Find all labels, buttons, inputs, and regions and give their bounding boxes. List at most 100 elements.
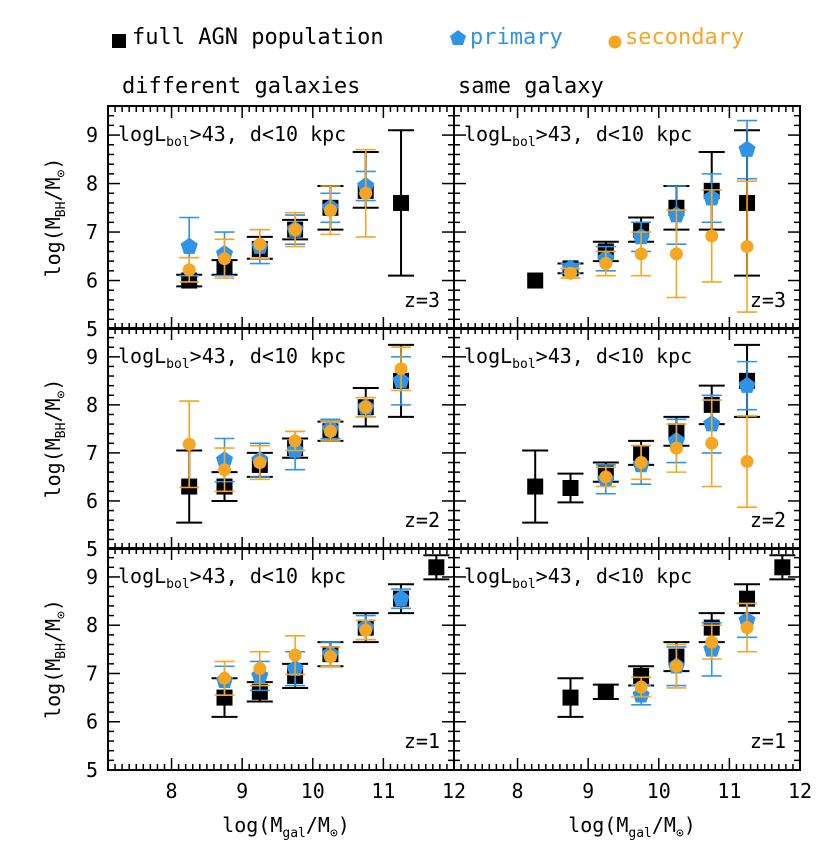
- x-tick-label: 8: [512, 779, 524, 803]
- panel-0-0: 5 6 7 8 9 logLbol>43, d<10 kpc z=3: [86, 105, 455, 341]
- full-point: [393, 194, 410, 211]
- x-tick-label: 11: [717, 779, 741, 803]
- secondary-point: [323, 203, 337, 217]
- legend-secondary-label: secondary: [625, 25, 744, 50]
- column-title-right: same galaxy: [458, 74, 604, 99]
- primary-point: [392, 589, 410, 606]
- secondary-point: [182, 437, 196, 451]
- y-tick-label: 6: [86, 710, 98, 734]
- secondary-point: [740, 455, 754, 469]
- full-point: [739, 590, 756, 607]
- y-tick-label: 7: [86, 220, 98, 244]
- secondary-point: [218, 463, 232, 477]
- full-point: [251, 683, 268, 700]
- y-tick-label: 6: [86, 269, 98, 293]
- panel-2-1: 8 9 10 11 12 logLbol>43, d<10 kpc z=1: [453, 547, 812, 803]
- y-tick-label: 9: [86, 565, 98, 589]
- x-tick-label: 8: [166, 779, 178, 803]
- secondary-point: [564, 266, 578, 280]
- redshift-label: z=2: [404, 508, 440, 532]
- y-axis-labels: log(MBH/M⊙) log(MBH/M⊙) log(MBH/M⊙): [41, 158, 69, 719]
- selection-annotation: logLbol>43, d<10 kpc: [464, 122, 692, 150]
- x-axis-labels: log(Mgal/M⊙) log(Mgal/M⊙): [222, 813, 696, 841]
- y-axis-label: log(MBH/M⊙): [41, 379, 69, 499]
- y-tick-label: 5: [86, 317, 98, 341]
- secondary-point: [599, 257, 613, 271]
- secondary-point: [288, 434, 302, 448]
- legend: full AGN population primary secondary: [112, 25, 744, 50]
- panel-data: [522, 343, 761, 524]
- full-point: [597, 683, 614, 700]
- y-tick-label: 7: [86, 661, 98, 685]
- panel-frame: [453, 547, 801, 771]
- x-tick-label: 11: [371, 779, 395, 803]
- full-point: [562, 479, 579, 496]
- legend-full-label: full AGN population: [132, 25, 384, 50]
- x-tick-label: 12: [788, 779, 812, 803]
- panel-ticks: [454, 327, 801, 550]
- secondary-point: [705, 229, 719, 243]
- panel-ticks: [454, 547, 801, 771]
- selection-annotation: logLbol>43, d<10 kpc: [118, 122, 346, 150]
- selection-annotation: logLbol>43, d<10 kpc: [118, 564, 346, 592]
- y-tick-label: 7: [86, 441, 98, 465]
- redshift-label: z=3: [750, 288, 786, 312]
- selection-annotation: logLbol>43, d<10 kpc: [118, 344, 346, 372]
- secondary-point: [323, 650, 337, 664]
- secondary-point: [634, 247, 648, 261]
- legend-secondary-marker: [608, 35, 622, 49]
- redshift-label: z=2: [750, 508, 786, 532]
- x-tick-label: 9: [582, 779, 594, 803]
- y-axis-label: log(MBH/M⊙): [41, 158, 69, 278]
- panel-data: [176, 343, 415, 524]
- secondary-point: [669, 441, 683, 455]
- legend-primary-label: primary: [470, 25, 563, 50]
- secondary-point: [218, 671, 232, 685]
- full-point: [774, 559, 791, 576]
- panel-data: [557, 554, 796, 718]
- redshift-label: z=3: [404, 288, 440, 312]
- panel-ticks: [108, 105, 455, 330]
- x-tick-label: 10: [301, 779, 325, 803]
- full-point: [562, 689, 579, 706]
- panel-ticks: [108, 547, 455, 771]
- x-tick-label: 12: [442, 779, 466, 803]
- selection-annotation: logLbol>43, d<10 kpc: [464, 564, 692, 592]
- selection-annotation: logLbol>43, d<10 kpc: [464, 344, 692, 372]
- secondary-point: [253, 662, 267, 676]
- legend-full-marker: [112, 34, 126, 48]
- secondary-point: [288, 223, 302, 237]
- primary-point: [180, 237, 198, 254]
- primary-point: [738, 140, 756, 157]
- secondary-point: [288, 648, 302, 662]
- full-point: [633, 667, 650, 684]
- y-tick-label: 8: [86, 613, 98, 637]
- y-tick-label: 5: [86, 758, 98, 782]
- secondary-point: [599, 470, 613, 484]
- y-tick-label: 8: [86, 172, 98, 196]
- primary-point: [738, 376, 756, 393]
- y-axis-label: log(MBH/M⊙): [41, 599, 69, 719]
- redshift-label: z=1: [750, 729, 786, 753]
- panel-data: [211, 554, 450, 718]
- secondary-point: [394, 362, 408, 376]
- panel-1-1: logLbol>43, d<10 kpc z=2: [453, 327, 801, 550]
- legend-primary-marker: [450, 30, 466, 45]
- secondary-point: [740, 621, 754, 635]
- secondary-point: [634, 680, 648, 694]
- x-tick-label: 10: [647, 779, 671, 803]
- column-title-left: different galaxies: [122, 74, 360, 99]
- secondary-point: [669, 659, 683, 673]
- y-tick-label: 5: [86, 537, 98, 561]
- secondary-point: [359, 400, 373, 414]
- y-tick-label: 9: [86, 345, 98, 369]
- x-axis-label: log(Mgal/M⊙): [222, 813, 350, 841]
- x-axis-label: log(Mgal/M⊙): [568, 813, 696, 841]
- secondary-point: [359, 623, 373, 637]
- secondary-point: [705, 635, 719, 649]
- panel-data: [176, 129, 415, 289]
- y-tick-label: 9: [86, 123, 98, 147]
- secondary-point: [182, 263, 196, 277]
